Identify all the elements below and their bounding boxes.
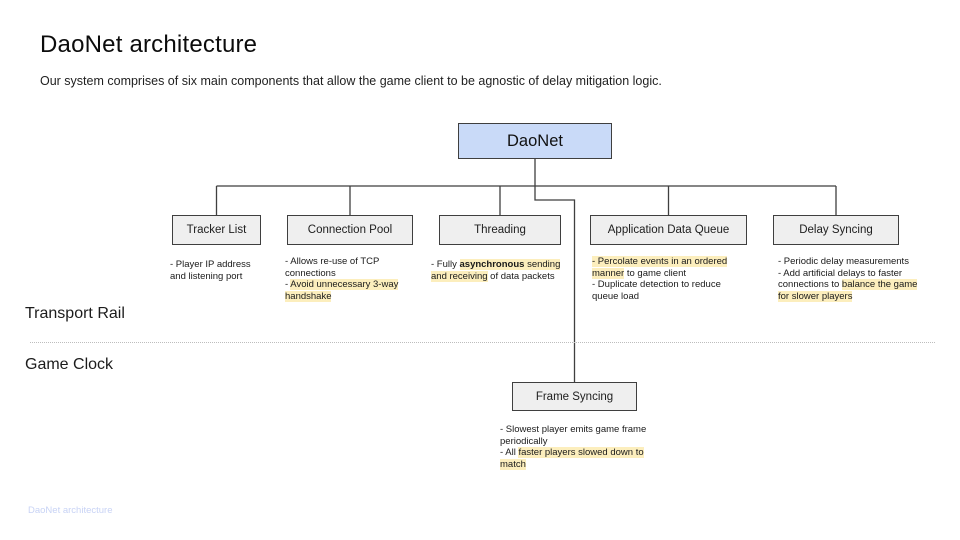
page-title: DaoNet architecture <box>40 31 258 58</box>
note-text: queue load <box>592 290 640 302</box>
note-highlighted-text: faster players slowed down to <box>518 447 644 459</box>
threading-label: Threading <box>474 224 526 236</box>
note-highlighted-text: handshake <box>285 290 332 302</box>
note-line: periodically <box>500 436 646 448</box>
note-highlighted-text: balance the game <box>841 279 918 291</box>
note-highlighted-text: manner <box>592 267 625 279</box>
note-text: connections <box>285 267 336 279</box>
note-line: match <box>500 458 646 471</box>
note-text: of data packets <box>487 270 555 282</box>
note-line: connections <box>285 268 398 280</box>
application-data-queue-box[interactable]: Application Data Queue <box>590 215 747 245</box>
note-line: - Avoid unnecessary 3-way <box>285 279 399 291</box>
note-text: - Periodic delay measurements <box>778 256 909 267</box>
application-data-queue-label: Application Data Queue <box>607 224 730 236</box>
note-line: connections to balance the game <box>778 279 918 291</box>
note-text: - Player IP address <box>170 259 251 270</box>
note-line: - Fully asynchronous sending <box>431 259 561 271</box>
note-text: to game client <box>624 267 687 279</box>
note-line: - Add artificial delays to faster <box>778 268 917 280</box>
frame-syncing-box[interactable]: Frame Syncing <box>512 382 637 411</box>
note-line: - Duplicate detection to reduce <box>592 279 727 291</box>
note-line: - Percolate events in an ordered <box>592 256 728 268</box>
note-highlighted-text: and receiving <box>431 270 488 282</box>
note-text: - Fully <box>431 259 460 270</box>
game-clock-label: Game Clock <box>25 356 114 373</box>
note-text: periodically <box>500 435 548 447</box>
note-highlighted-text: for slower players <box>778 290 853 302</box>
delay-syncing-notes: - Periodic delay measurements- Add artif… <box>778 256 918 303</box>
note-line: and receiving of data packets <box>431 270 560 283</box>
delay-syncing-label: Delay Syncing <box>799 224 873 236</box>
note-line: - All faster players slowed down to <box>500 447 646 459</box>
note-line: - Periodic delay measurements <box>778 256 917 268</box>
note-line: and listening port <box>170 271 251 283</box>
note-highlighted-text: - Percolate events in an ordered <box>592 256 728 267</box>
connection-pool-box[interactable]: Connection Pool <box>287 215 413 245</box>
slide-subtitle: Our system comprises of six main compone… <box>40 74 662 88</box>
daonet-root-box[interactable]: DaoNet <box>458 123 612 159</box>
connection-pool-label: Connection Pool <box>307 224 393 236</box>
threading-box[interactable]: Threading <box>439 215 561 245</box>
note-text: and listening port <box>170 270 243 282</box>
note-text: connections to <box>778 279 842 291</box>
transport-rail-label: Transport Rail <box>25 305 125 322</box>
daonet-root-label: DaoNet <box>507 131 563 150</box>
note-highlighted-text: match <box>500 458 526 470</box>
note-text: - Slowest player emits game frame <box>500 424 647 435</box>
note-line: manner to game client <box>592 267 727 280</box>
note-line: queue load <box>592 291 727 303</box>
note-line: for slower players <box>778 290 917 303</box>
tracker-list-label: Tracker List <box>186 224 247 236</box>
note-line: - Player IP address <box>170 259 251 271</box>
note-text: - Allows re-use of TCP <box>285 256 380 267</box>
note-highlighted-text: asynchronous <box>459 259 525 270</box>
note-line: - Slowest player emits game frame <box>500 424 646 436</box>
note-line: handshake <box>285 290 398 303</box>
slide-footer-title: DaoNet architecture <box>28 505 113 516</box>
tracker-list-box[interactable]: Tracker List <box>172 215 261 245</box>
note-highlighted-text: Avoid unnecessary 3-way <box>290 279 399 291</box>
note-text: - Add artificial delays to faster <box>778 267 903 279</box>
rail-divider-dotted-line <box>30 342 935 343</box>
note-text: - <box>285 279 291 291</box>
note-highlighted-text: sending <box>524 259 561 270</box>
note-text: - All <box>500 447 519 459</box>
note-line: - Allows re-use of TCP <box>285 256 398 268</box>
note-text: - Duplicate detection to reduce <box>592 279 721 291</box>
frame-syncing-label: Frame Syncing <box>535 390 614 403</box>
delay-syncing-box[interactable]: Delay Syncing <box>773 215 899 245</box>
